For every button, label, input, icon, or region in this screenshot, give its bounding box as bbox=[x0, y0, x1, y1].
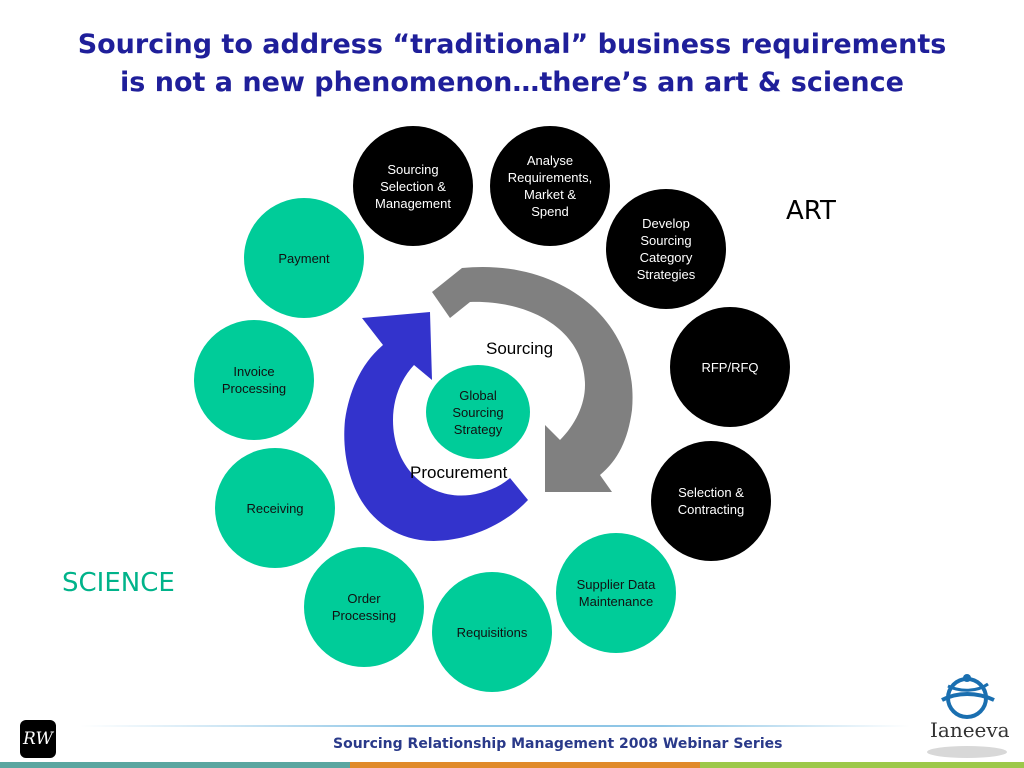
bottom-color-bar bbox=[0, 762, 1024, 768]
footer-series-title: Sourcing Relationship Management 2008 We… bbox=[333, 736, 783, 752]
science-step-receiving: Receiving bbox=[215, 448, 335, 568]
sourcing-arrow bbox=[432, 266, 633, 492]
procurement-arrow bbox=[344, 312, 528, 541]
ianeeva-globe-icon bbox=[927, 674, 1007, 758]
art-step-sourcing-selection: Sourcing Selection & Management bbox=[353, 126, 473, 246]
slide-title: Sourcing to address “traditional” busine… bbox=[0, 26, 1024, 102]
science-step-order-processing: Order Processing bbox=[304, 547, 424, 667]
rw-logo: RW bbox=[20, 720, 56, 758]
science-step-invoice-processing: Invoice Processing bbox=[194, 320, 314, 440]
art-step-develop-strategies: Develop Sourcing Category Strategies bbox=[606, 189, 726, 309]
footer-divider bbox=[80, 725, 910, 727]
science-step-requisitions: Requisitions bbox=[432, 572, 552, 692]
ianeeva-logo-text: Ianeeva bbox=[930, 718, 1010, 742]
science-step-payment: Payment bbox=[244, 198, 364, 318]
art-label: ART bbox=[786, 196, 836, 226]
art-step-selection-contracting: Selection & Contracting bbox=[651, 441, 771, 561]
science-label: SCIENCE bbox=[62, 568, 175, 598]
title-line-1: Sourcing to address “traditional” busine… bbox=[77, 29, 947, 60]
global-sourcing-strategy-node: Global Sourcing Strategy bbox=[426, 365, 530, 459]
science-step-supplier-data: Supplier Data Maintenance bbox=[556, 533, 676, 653]
title-line-2: is not a new phenomenon…there’s an art &… bbox=[120, 67, 904, 98]
sourcing-label: Sourcing bbox=[486, 339, 554, 358]
procurement-label: Procurement bbox=[410, 463, 508, 482]
art-step-analyse-requirements: Analyse Requirements, Market & Spend bbox=[490, 126, 610, 246]
rw-logo-text: RW bbox=[23, 729, 53, 749]
art-step-rfp-rfq: RFP/RFQ bbox=[670, 307, 790, 427]
